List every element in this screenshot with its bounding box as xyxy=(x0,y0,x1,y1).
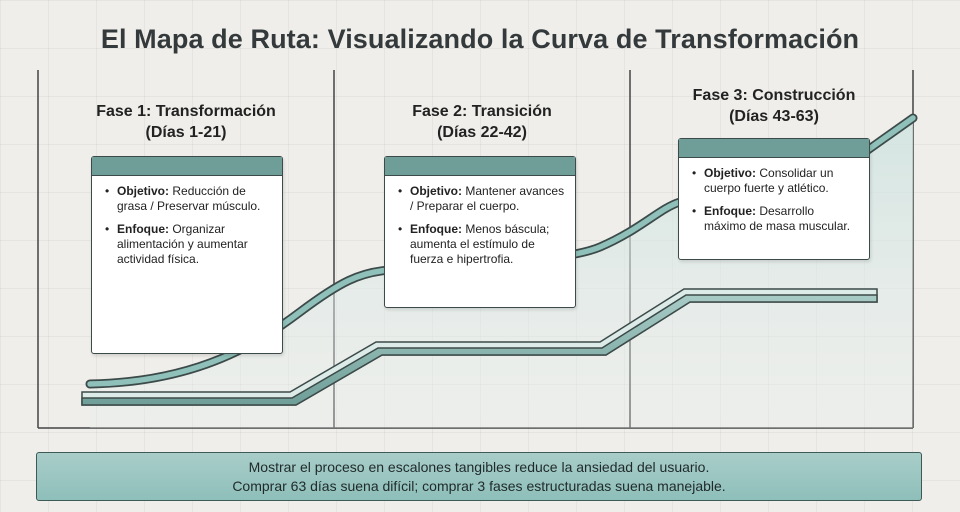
objective-label: Objetivo: xyxy=(704,166,757,180)
bullet-icon: • xyxy=(398,222,403,236)
phase-3-title: Fase 3: Construcción (Días 43-63) xyxy=(648,85,900,127)
bullet-icon: • xyxy=(692,204,697,218)
focus-label: Enfoque: xyxy=(117,222,169,236)
phase-1-card-header xyxy=(92,157,282,176)
focus-label: Enfoque: xyxy=(410,222,462,236)
phase-1-title: Fase 1: Transformación (Días 1-21) xyxy=(60,101,312,143)
focus-text: Organizar alimentación y aumentar activi… xyxy=(117,222,248,266)
focus-text: Menos báscula; aumenta el estímulo de fu… xyxy=(410,222,550,266)
phase-3-focus: • Enfoque: Desarrollo máximo de masa mus… xyxy=(692,204,859,234)
phase-1-objective: • Objetivo: Reducción de grasa / Preserv… xyxy=(105,184,272,214)
phase-3-card-header xyxy=(679,139,869,158)
footer-line-2: Comprar 63 días suena difícil; comprar 3… xyxy=(232,478,726,494)
phase-2-title: Fase 2: Transición (Días 22-42) xyxy=(356,101,608,143)
stair-steps xyxy=(81,288,878,406)
phase-2-card-header xyxy=(385,157,575,176)
phase-3-name: Fase 3: Construcción xyxy=(692,87,856,104)
footer-banner: Mostrar el proceso en escalones tangible… xyxy=(36,452,922,501)
phase-2-days: (Días 22-42) xyxy=(437,124,527,141)
focus-text: Desarrollo máximo de masa muscular. xyxy=(704,204,851,233)
objective-text: Mantener avances / Preparar el cuerpo. xyxy=(410,184,565,213)
phase-3-objective: • Objetivo: Consolidar un cuerpo fuerte … xyxy=(692,166,859,196)
bullet-icon: • xyxy=(692,166,697,180)
phase-1-card: • Objetivo: Reducción de grasa / Preserv… xyxy=(91,156,283,354)
bullet-icon: • xyxy=(105,222,110,236)
phase-2-card: • Objetivo: Mantener avances / Preparar … xyxy=(384,156,576,308)
phase-2-objective: • Objetivo: Mantener avances / Preparar … xyxy=(398,184,565,214)
page-title: El Mapa de Ruta: Visualizando la Curva d… xyxy=(100,24,860,54)
phase-2-name: Fase 2: Transición xyxy=(412,103,552,120)
phase-3-days: (Días 43-63) xyxy=(729,108,819,125)
phase-2-focus: • Enfoque: Menos báscula; aumenta el est… xyxy=(398,222,565,267)
objective-text: Consolidar un cuerpo fuerte y atlético. xyxy=(704,166,834,195)
footer-line-1: Mostrar el proceso en escalones tangible… xyxy=(248,459,710,475)
objective-label: Objetivo: xyxy=(410,184,463,198)
phase-1-focus: • Enfoque: Organizar alimentación y aume… xyxy=(105,222,272,267)
focus-label: Enfoque: xyxy=(704,204,756,218)
bullet-icon: • xyxy=(398,184,403,198)
bullet-icon: • xyxy=(105,184,110,198)
objective-text: Reducción de grasa / Preservar músculo. xyxy=(117,184,261,213)
phase-1-name: Fase 1: Transformación xyxy=(96,103,276,120)
objective-label: Objetivo: xyxy=(117,184,170,198)
phase-3-card: • Objetivo: Consolidar un cuerpo fuerte … xyxy=(678,138,870,260)
phase-1-days: (Días 1-21) xyxy=(145,124,227,141)
